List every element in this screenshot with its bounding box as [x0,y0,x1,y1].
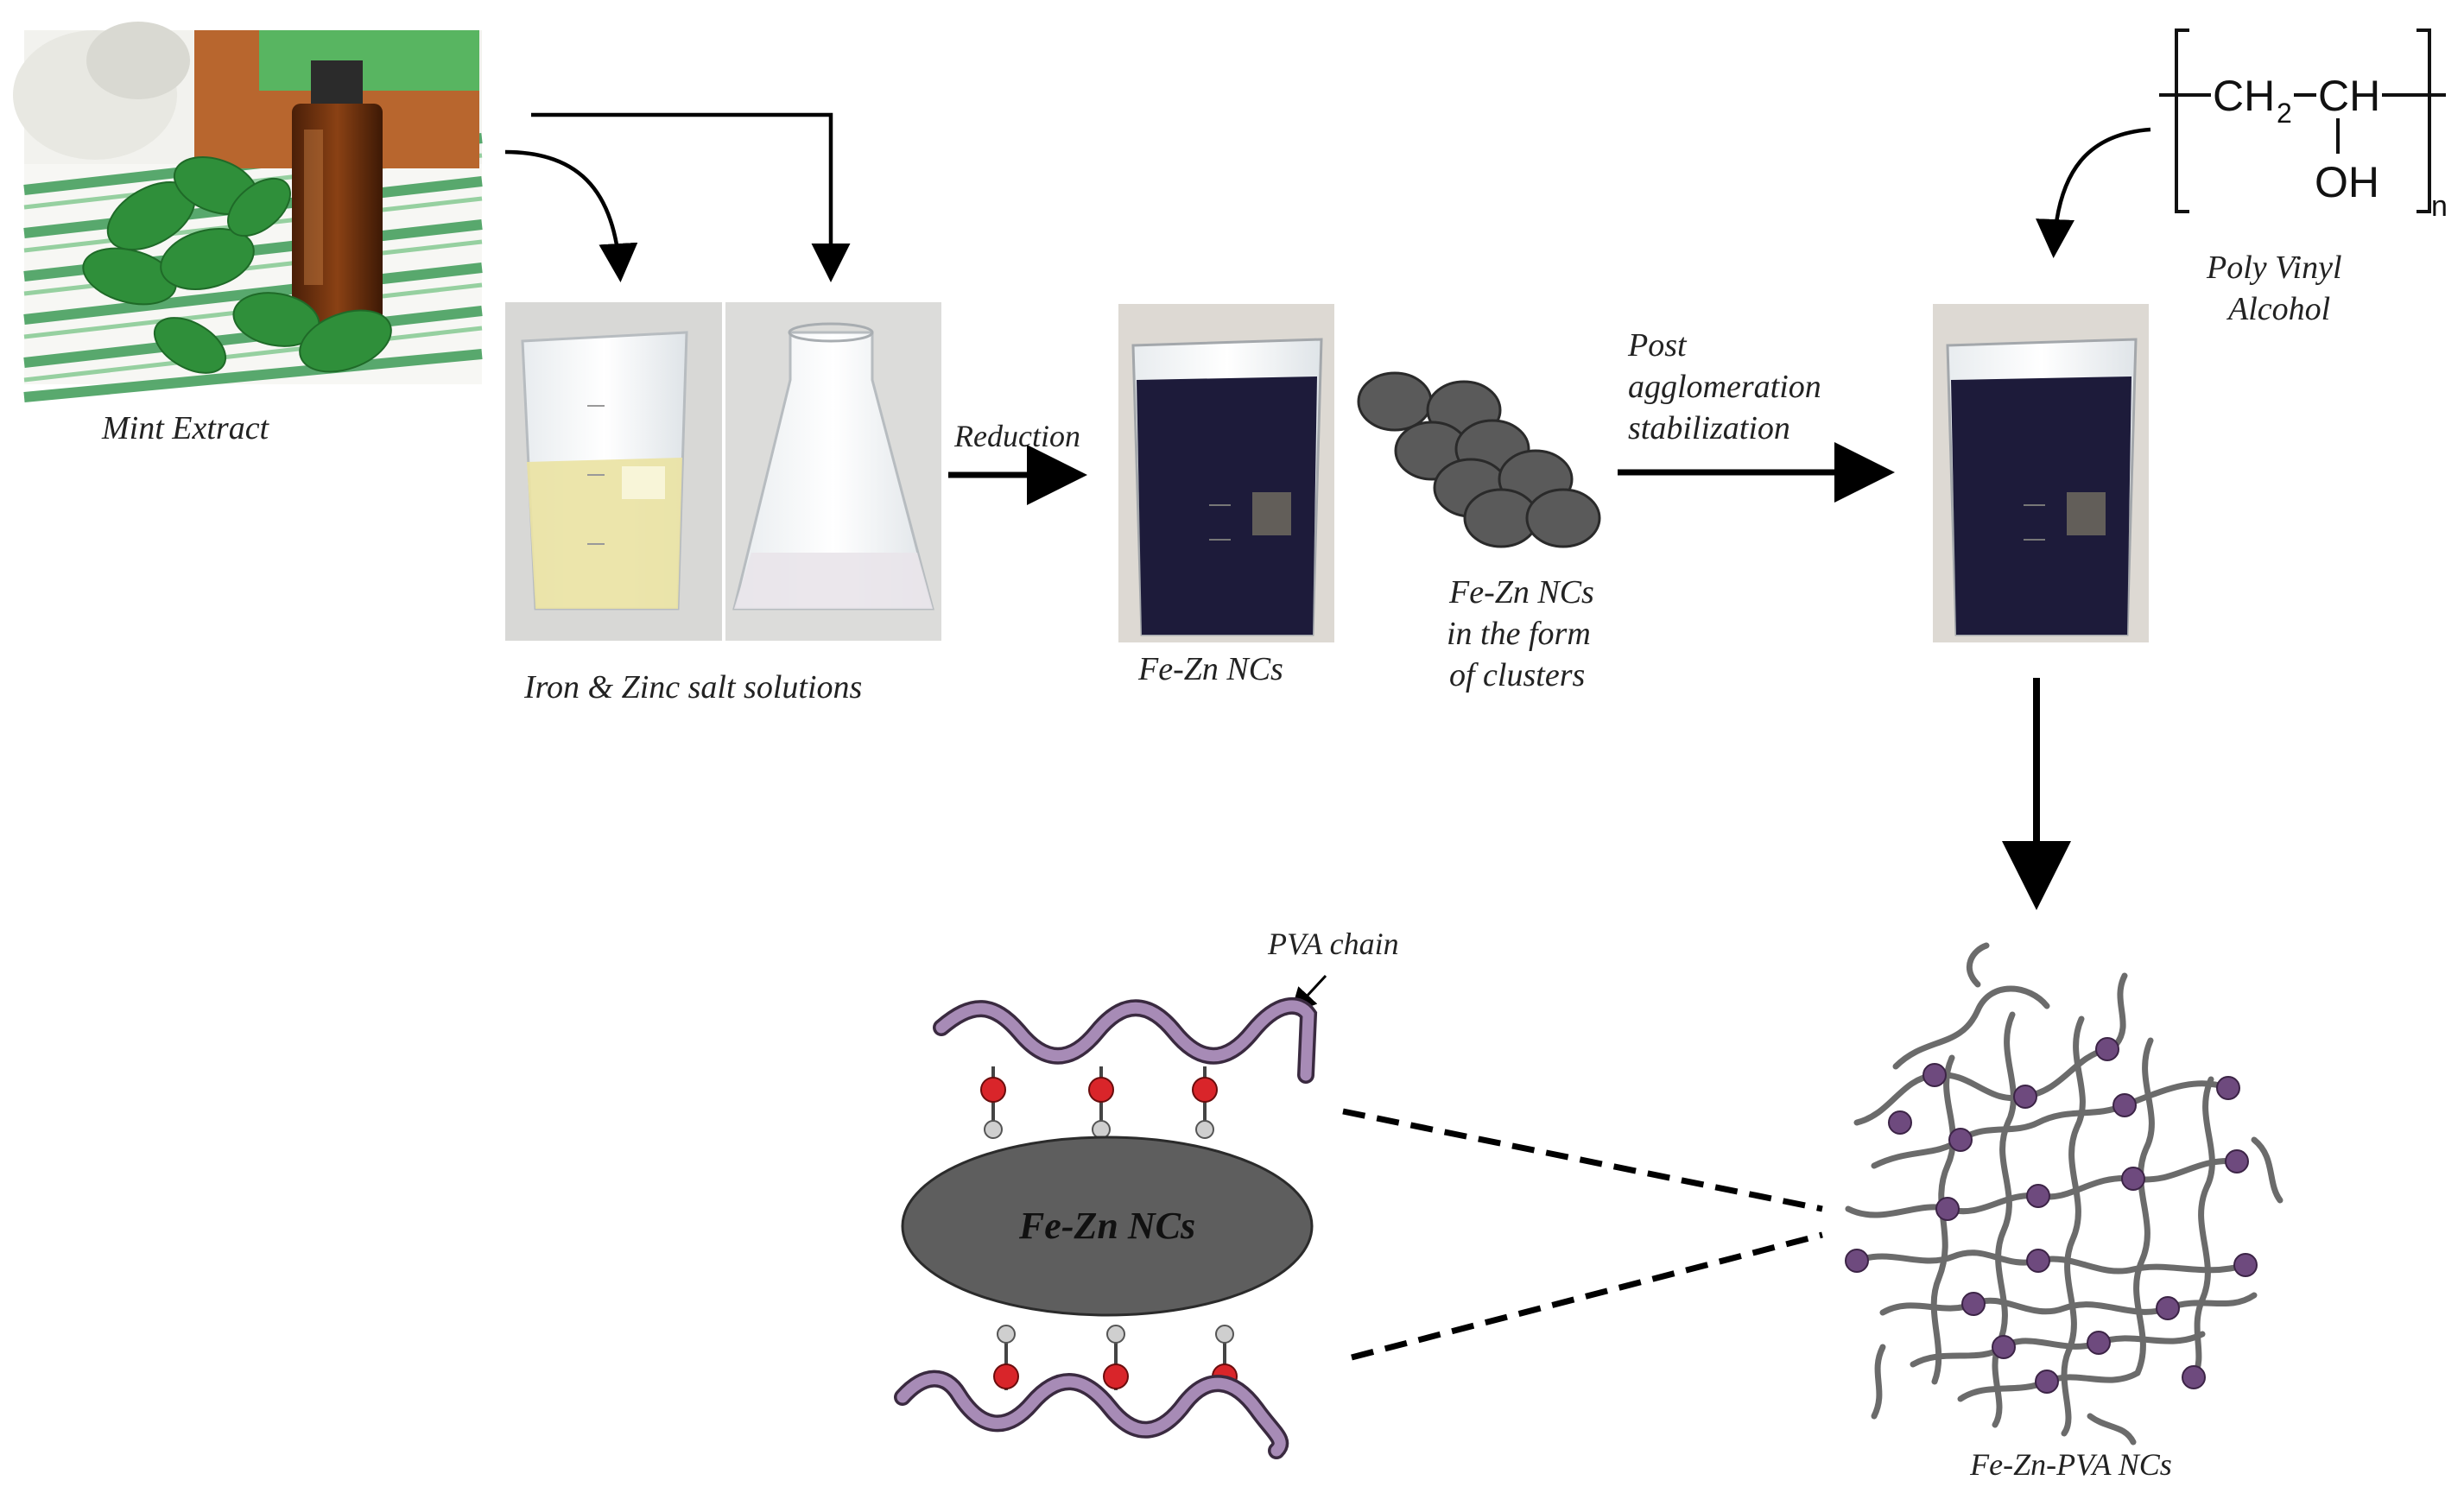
pva-chain-top [933,996,1318,1084]
network-node [1845,1249,1869,1273]
network-node [2026,1184,2050,1208]
nanocluster-group [1357,371,1601,548]
clusters-label-line3: of clusters [1449,657,1585,693]
network-node [1888,1110,1912,1135]
network-node [2095,1037,2119,1061]
formula-n: n [2431,190,2448,223]
network-node [2112,1093,2137,1117]
hydrogen-atom [984,1120,1003,1139]
network-node [2233,1253,2258,1277]
hydrogen-atom [1106,1325,1125,1344]
fezn-ncs-label: Fe-Zn NCs [1137,651,1283,687]
oxygen-atom [1192,1077,1218,1103]
dashed-connector-top [1342,1108,1823,1212]
formula-oh: OH [2315,158,2379,206]
network-node [2156,1296,2180,1320]
network-node [1935,1197,1960,1221]
mint-extract-image [13,22,483,402]
pva-chain-label: PVA chain [1267,927,1399,961]
network-node [2013,1085,2037,1109]
clusters-label-line1: Fe-Zn NCs [1448,574,1594,610]
pva-chain-bottom [894,1370,1289,1459]
erlenmeyer-flask [732,322,934,610]
oxygen-atom [993,1363,1019,1389]
oxygen-atom [980,1077,1006,1103]
hydroxyl-groups-top [980,1066,1218,1139]
pva-name-line1: Poly Vinyl [2206,250,2342,286]
network-node [2026,1249,2050,1273]
hydrogen-atom [997,1325,1016,1344]
pva-curved-arrow [2036,127,2151,258]
hydrogen-atom [1215,1325,1234,1344]
pva-name-line2: Alcohol [2226,291,2330,327]
network-node [2216,1076,2240,1100]
mint-extract-label: Mint Extract [101,410,270,446]
fezn-core-label: Fe-Zn NCs [1018,1205,1195,1247]
pva-structural-formula: CH 2 CH OH n [2159,28,2448,223]
network-node [2087,1331,2111,1355]
salt-solutions-label: Iron & Zinc salt solutions [523,669,862,705]
reduction-label: Reduction [953,419,1080,453]
network-node [2035,1370,2059,1394]
salt-solutions-image [505,302,941,641]
fezn-core-ellipse [901,1136,1314,1317]
mint-leaves [82,156,392,374]
formula-ch2: CH [2213,72,2275,120]
cluster-particle [1357,371,1433,432]
network-node [1992,1335,2016,1359]
network-node [1961,1292,1986,1316]
crosslink-nodes [1845,1037,2258,1394]
oxygen-atom [1103,1363,1129,1389]
fezn-beaker-image [1118,304,1334,642]
beaker-yellow [521,331,688,610]
post-label-line1: Post [1627,327,1688,364]
dashed-connector-bottom [1351,1231,1823,1361]
formula-subscript-2: 2 [2277,98,2292,129]
cluster-particle [1525,488,1601,548]
oil-bottle [292,60,383,328]
network-node [1948,1128,1973,1152]
post-label-line3: stabilization [1628,410,1790,446]
hydrogen-atom [1195,1120,1214,1139]
network-node [2121,1167,2145,1191]
green-soap [259,30,479,91]
formula-ch: CH [2318,72,2380,120]
network-node [2225,1149,2249,1174]
network-node [1922,1063,1947,1087]
stabilized-beaker-image [1933,304,2149,642]
oxygen-atom [1088,1077,1114,1103]
polymer-network [1845,942,2283,1446]
final-product-label: Fe-Zn-PVA NCs [1969,1447,2172,1482]
post-label-line2: agglomeration [1628,369,1821,405]
hydrogen-atom [1092,1120,1111,1139]
elbow-arrow-to-flask [531,112,851,282]
curved-arrow-to-beaker [504,149,638,282]
network-node [2182,1365,2206,1389]
clusters-label-line2: in the form [1447,616,1591,652]
